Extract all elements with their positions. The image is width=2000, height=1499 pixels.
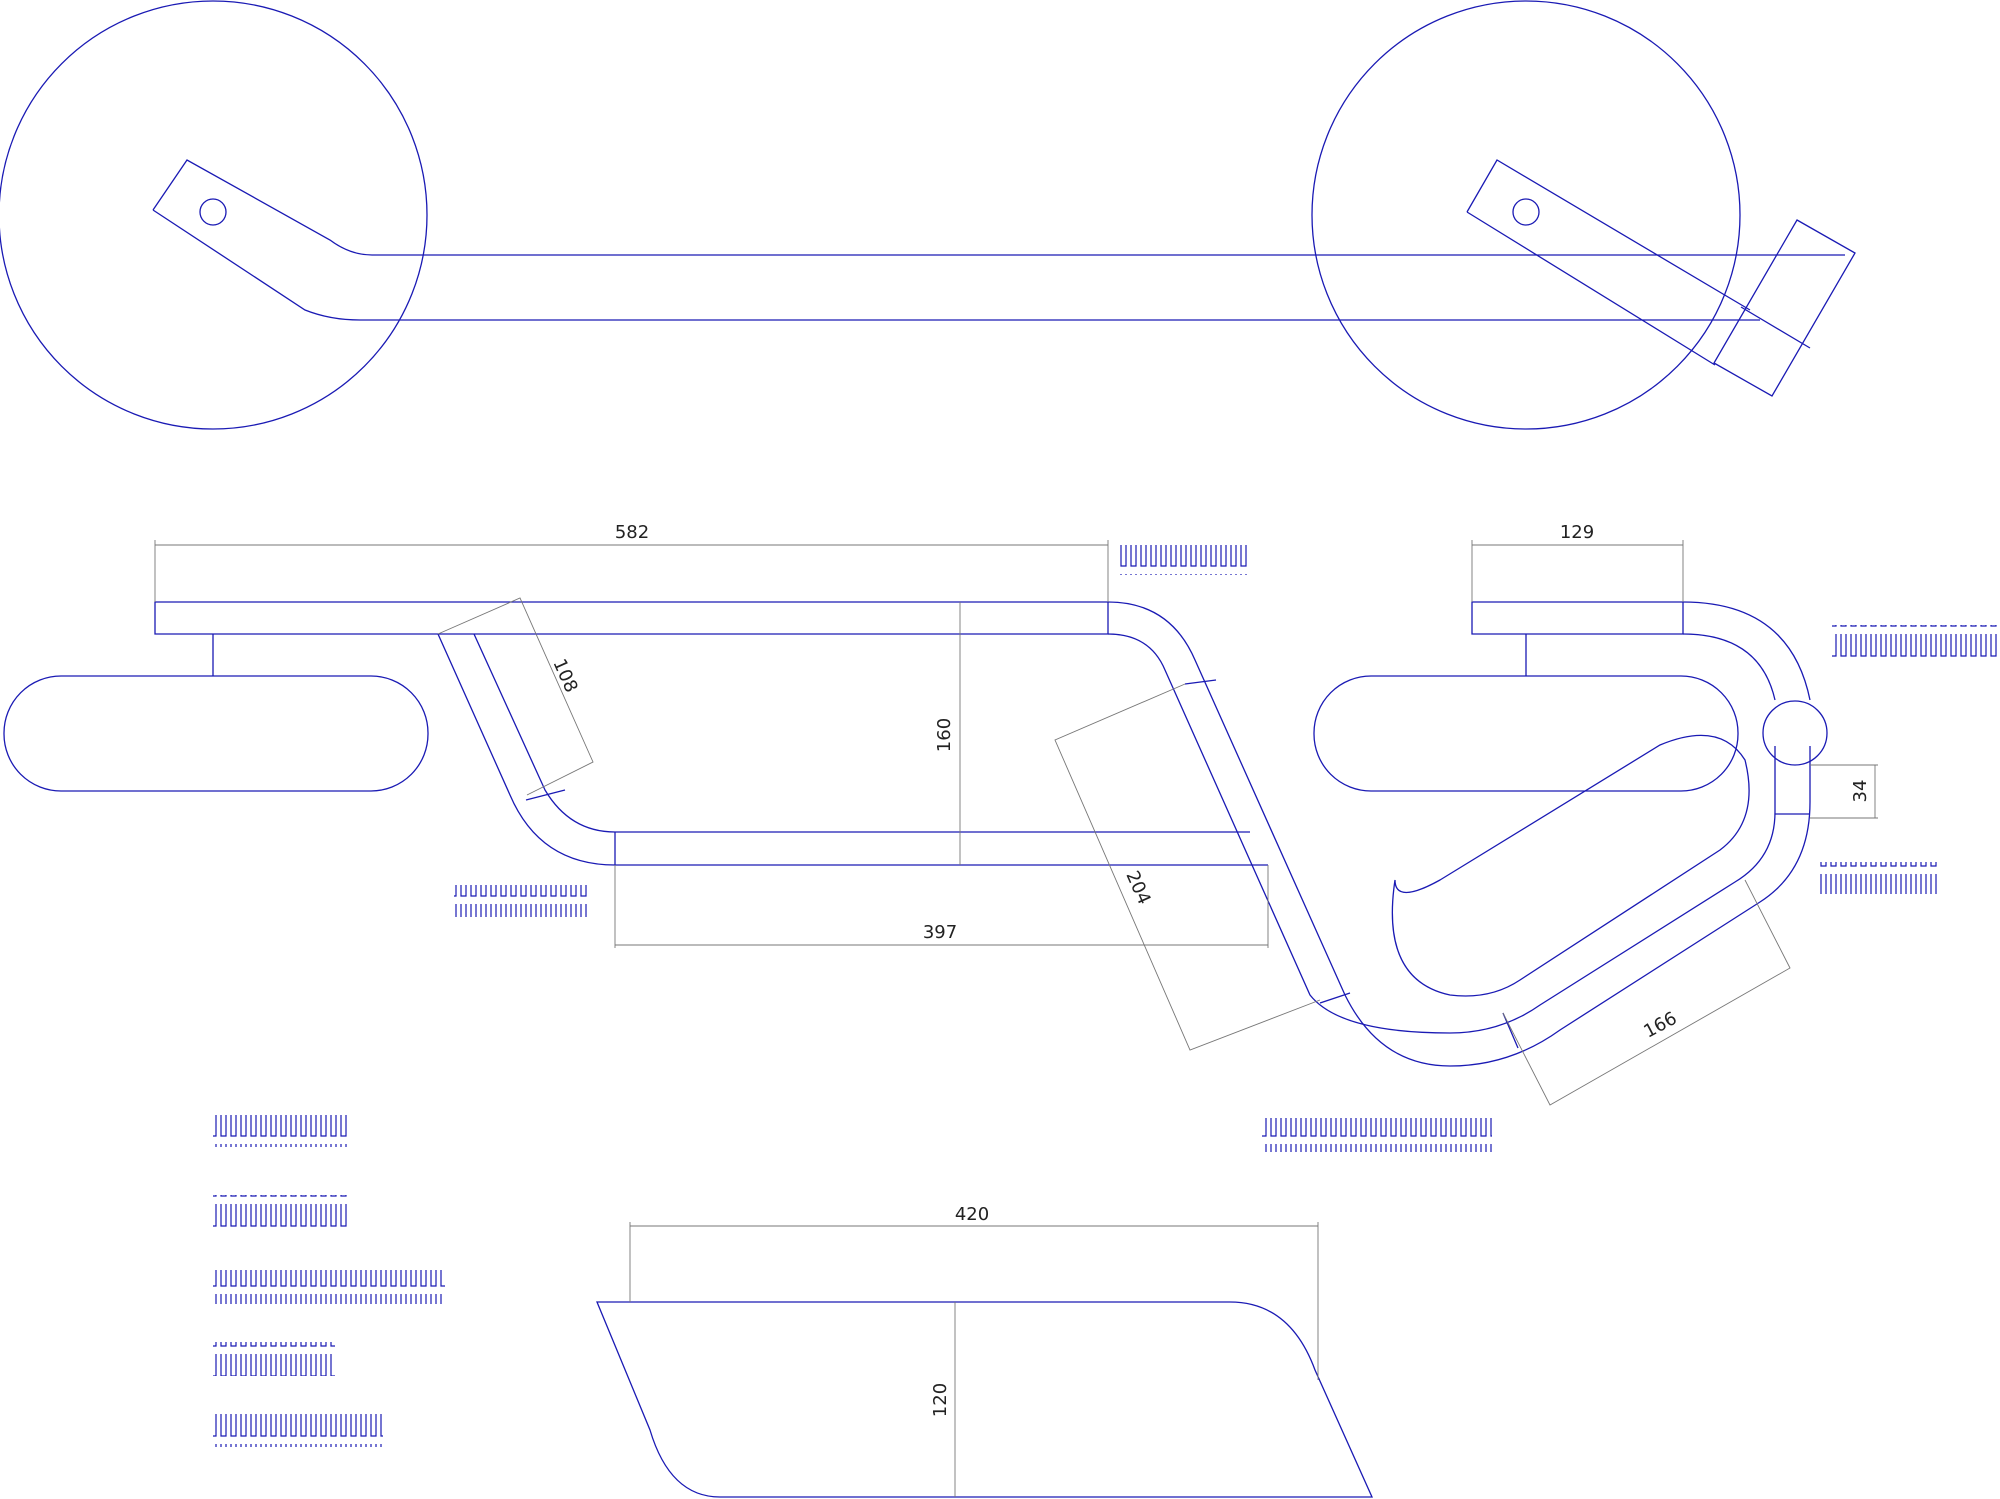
rear-swing-arm	[152, 159, 1845, 321]
dim-129: 129	[1560, 522, 1594, 543]
dim-582: 582	[615, 522, 649, 543]
frame-lower-tube	[437, 633, 1268, 866]
dim-166: 166	[1640, 1008, 1680, 1043]
top-view	[0, 0, 1856, 430]
dim-166-line	[1502, 879, 1791, 1106]
dim-129-line	[1471, 540, 1684, 602]
dimensions: 582 129 108 160 397 204 166 34	[154, 522, 1878, 1106]
scribble-label	[454, 885, 588, 917]
tube-joint-4	[1319, 992, 1351, 1004]
dim-34-line	[1810, 764, 1878, 819]
rear-axle	[199, 198, 227, 226]
scribble-label	[213, 1115, 347, 1147]
tube-joint-2	[525, 789, 566, 801]
dim-108: 108	[548, 656, 581, 696]
scribble-labels	[213, 545, 1999, 1447]
dim-582-line	[154, 540, 1109, 602]
tube-joint-3	[1184, 679, 1217, 685]
front-axle	[1512, 198, 1540, 226]
scribble-label	[213, 1413, 383, 1447]
front-deck-pill	[1313, 675, 1739, 792]
front-fork-plate	[1466, 159, 1751, 366]
steering-pivot	[1762, 700, 1828, 766]
dim-420-line	[629, 1222, 1319, 1380]
frame-z-tube-inner	[1107, 633, 1776, 1034]
scribble-label	[1832, 625, 1999, 660]
rear-wheel	[0, 0, 428, 430]
dim-160: 160	[934, 718, 955, 752]
scribble-label	[1117, 545, 1250, 575]
frame-view	[3, 601, 1828, 1067]
rear-deck-pill	[3, 675, 429, 792]
frame-z-tube-outer	[1107, 601, 1811, 1067]
front-loop-pill	[1391, 734, 1750, 997]
deck-view: 420 120	[596, 1204, 1374, 1498]
scribble-label	[1818, 862, 1938, 894]
front-top-bar	[1471, 601, 1684, 635]
front-arc	[1682, 601, 1811, 701]
scribble-label	[213, 1342, 335, 1376]
front-wheel	[1311, 0, 1741, 430]
dim-204-line	[1054, 683, 1321, 1051]
dim-34: 34	[1850, 780, 1871, 803]
dim-397-line	[614, 865, 1269, 948]
scribble-label	[213, 1195, 347, 1227]
dim-204: 204	[1121, 868, 1154, 908]
scribble-label	[1262, 1118, 1492, 1152]
dim-120: 120	[930, 1383, 951, 1417]
frame-top-bar	[154, 601, 1109, 635]
dim-420: 420	[955, 1204, 989, 1225]
dim-397: 397	[923, 922, 957, 943]
scribble-label	[213, 1270, 445, 1304]
dim-108-line	[437, 597, 594, 796]
head-block	[1713, 219, 1856, 397]
deck-outline	[596, 1301, 1374, 1498]
